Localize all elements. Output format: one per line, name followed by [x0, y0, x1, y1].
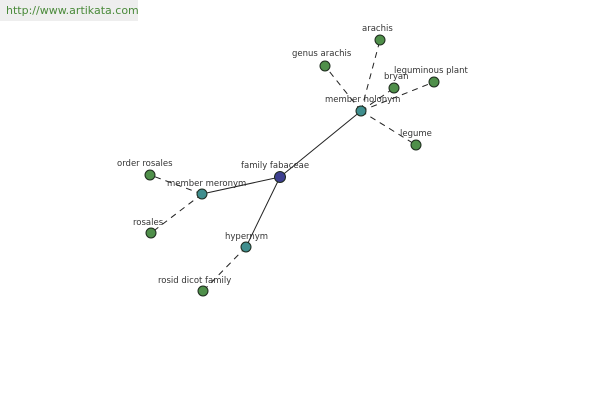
edge-member-holonym-to-leguminous-plant: [360, 81, 435, 112]
node-rosales[interactable]: [145, 227, 157, 239]
edge-family-fabaceae-to-hypernym: [245, 176, 281, 248]
node-family-fabaceae[interactable]: [274, 171, 286, 183]
labels-layer: family fabaceae member holonym member mero…: [117, 24, 468, 286]
edge-member-holonym-to-legume: [360, 110, 417, 146]
edge-member-holonym-to-bryan: [360, 87, 395, 112]
edge-member-holonym-to-genus-arachis: [324, 65, 362, 112]
node-label-member-meronym[interactable]: member meronym: [167, 179, 246, 189]
node-arachis[interactable]: [374, 34, 386, 46]
node-member-meronym[interactable]: [196, 188, 208, 200]
node-label-rosid-dicot-family[interactable]: rosid dicot family: [158, 276, 231, 286]
node-label-hypernym[interactable]: hypernym: [225, 232, 268, 242]
node-label-member-holonym[interactable]: member holonym: [325, 95, 400, 105]
node-label-family-fabaceae[interactable]: family fabaceae: [241, 161, 309, 171]
node-label-bryan[interactable]: bryan: [384, 72, 409, 82]
edges-layer: [149, 39, 435, 292]
node-order-rosales[interactable]: [144, 169, 156, 181]
node-bryan[interactable]: [388, 82, 400, 94]
node-member-holonym[interactable]: [355, 105, 367, 117]
edge-family-fabaceae-to-member-meronym: [201, 176, 281, 195]
edge-member-meronym-to-order-rosales: [149, 174, 203, 195]
node-legume[interactable]: [410, 139, 422, 151]
node-leguminous-plant[interactable]: [428, 76, 440, 88]
node-genus-arachis[interactable]: [319, 60, 331, 72]
nodes-layer: [144, 34, 440, 297]
node-hypernym[interactable]: [240, 241, 252, 253]
node-label-order-rosales[interactable]: order rosales: [117, 159, 173, 169]
node-label-legume[interactable]: legume: [400, 129, 432, 139]
node-label-rosales[interactable]: rosales: [133, 218, 164, 228]
edge-family-fabaceae-to-member-holonym: [279, 110, 362, 178]
node-label-genus-arachis[interactable]: genus arachis: [292, 49, 352, 59]
watermark-url: http://www.artikata.com: [0, 0, 139, 21]
node-rosid-dicot-family[interactable]: [197, 285, 209, 297]
node-label-arachis[interactable]: arachis: [362, 24, 393, 34]
edge-member-holonym-to-arachis: [360, 39, 381, 112]
node-label-leguminous-plant[interactable]: leguminous plant: [394, 66, 468, 76]
